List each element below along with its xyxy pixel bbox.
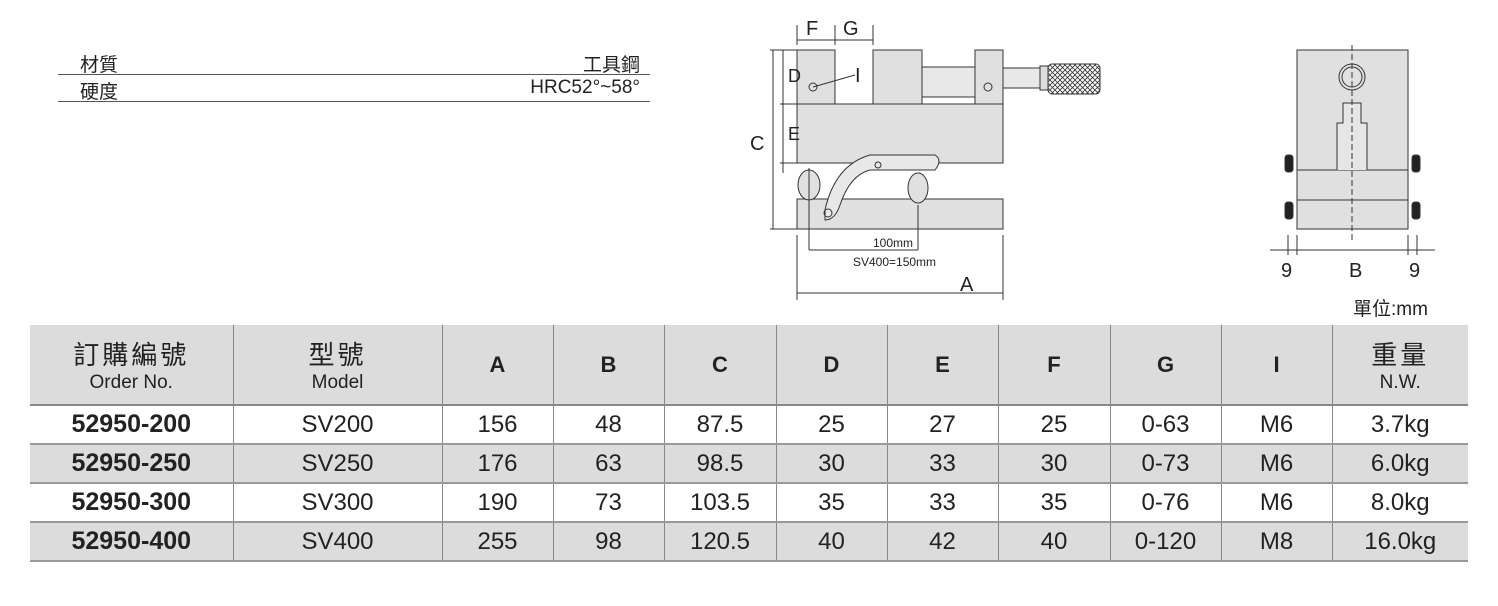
header-g: G (1109, 325, 1221, 405)
vise-side-view (770, 25, 1101, 300)
dim-label-b: B (1349, 260, 1362, 282)
dim-label-9-right: 9 (1409, 260, 1420, 282)
table-cell: 48 (552, 405, 664, 444)
table-cell: 63 (552, 444, 664, 483)
table-cell: 6.0kg (1331, 444, 1468, 483)
header-b: B (552, 325, 664, 405)
dim-label-a: A (960, 274, 974, 296)
dim-label-f: F (806, 18, 818, 40)
dim-label-d: D (788, 66, 801, 86)
table-cell: 42 (886, 522, 998, 561)
spec-value: HRC52°~58° (530, 77, 640, 98)
table-cell: 87.5 (663, 405, 776, 444)
table-cell: 8.0kg (1331, 483, 1468, 522)
header-d: D (775, 325, 887, 405)
table-cell: 176 (441, 444, 553, 483)
table-cell: 156 (441, 405, 553, 444)
vise-front-view (1270, 45, 1435, 255)
spec-value: 工具鋼 (582, 55, 640, 76)
table-cell: M6 (1220, 444, 1332, 483)
spec-label: 硬度 (80, 82, 119, 103)
table-cell: 255 (441, 522, 553, 561)
spec-row-hardness: 硬度 HRC52°~58° (58, 75, 650, 103)
table-cell: M8 (1220, 522, 1332, 561)
order-number-cell: 52950-300 (71, 488, 192, 516)
spec-row-material: 材質 工具鋼 (58, 48, 650, 76)
dim-label-g: G (843, 18, 859, 40)
model-cell: SV400 (232, 522, 442, 561)
model-cell: SV250 (232, 444, 442, 483)
header-f: F (997, 325, 1110, 405)
table-cell: 40 (997, 522, 1110, 561)
table-cell: 30 (997, 444, 1110, 483)
dim-label-c: C (750, 133, 764, 155)
table-cell: 0-63 (1109, 405, 1221, 444)
table-cell: 33 (886, 483, 998, 522)
table-cell: 40 (775, 522, 887, 561)
order-number-cell: 52950-400 (71, 527, 192, 555)
model-cell: SV200 (232, 405, 442, 444)
header-a: A (441, 325, 553, 405)
table-cell: M6 (1220, 405, 1332, 444)
table-cell: 16.0kg (1331, 522, 1468, 561)
spec-label: 材質 (80, 55, 119, 76)
table-cell: 33 (886, 444, 998, 483)
table-cell: 25 (997, 405, 1110, 444)
unit-label: 單位:mm (1353, 299, 1428, 320)
jaw-opening-note-sv400: SV400=150mm (853, 255, 936, 269)
table-cell: 3.7kg (1331, 405, 1468, 444)
table-cell: 120.5 (663, 522, 776, 561)
dim-label-9-left: 9 (1281, 260, 1292, 282)
vise-dimension-diagram: F G I C D E A 100mm SV400=150mm 9 B 9 (750, 18, 1435, 300)
header-i: I (1220, 325, 1332, 405)
table-cell: 25 (775, 405, 887, 444)
table-cell: M6 (1220, 483, 1332, 522)
order-number-cell: 52950-250 (71, 449, 192, 477)
dim-label-i: I (855, 65, 861, 87)
order-number-cell: 52950-200 (71, 410, 192, 438)
table-cell: 27 (886, 405, 998, 444)
table-cell: 73 (552, 483, 664, 522)
table-cell: 0-76 (1109, 483, 1221, 522)
jaw-opening-note: 100mm (873, 236, 913, 250)
model-cell: SV300 (232, 483, 442, 522)
table-cell: 98 (552, 522, 664, 561)
table-cell: 0-120 (1109, 522, 1221, 561)
table-cell: 35 (775, 483, 887, 522)
table-cell: 190 (441, 483, 553, 522)
header-e: E (886, 325, 998, 405)
material-spec-table: 材質 工具鋼 硬度 HRC52°~58° (58, 48, 650, 103)
header-c: C (663, 325, 776, 405)
table-cell: 0-73 (1109, 444, 1221, 483)
dim-label-e: E (788, 124, 800, 144)
table-cell: 30 (775, 444, 887, 483)
table-cell: 35 (997, 483, 1110, 522)
table-cell: 103.5 (663, 483, 776, 522)
table-cell: 98.5 (663, 444, 776, 483)
